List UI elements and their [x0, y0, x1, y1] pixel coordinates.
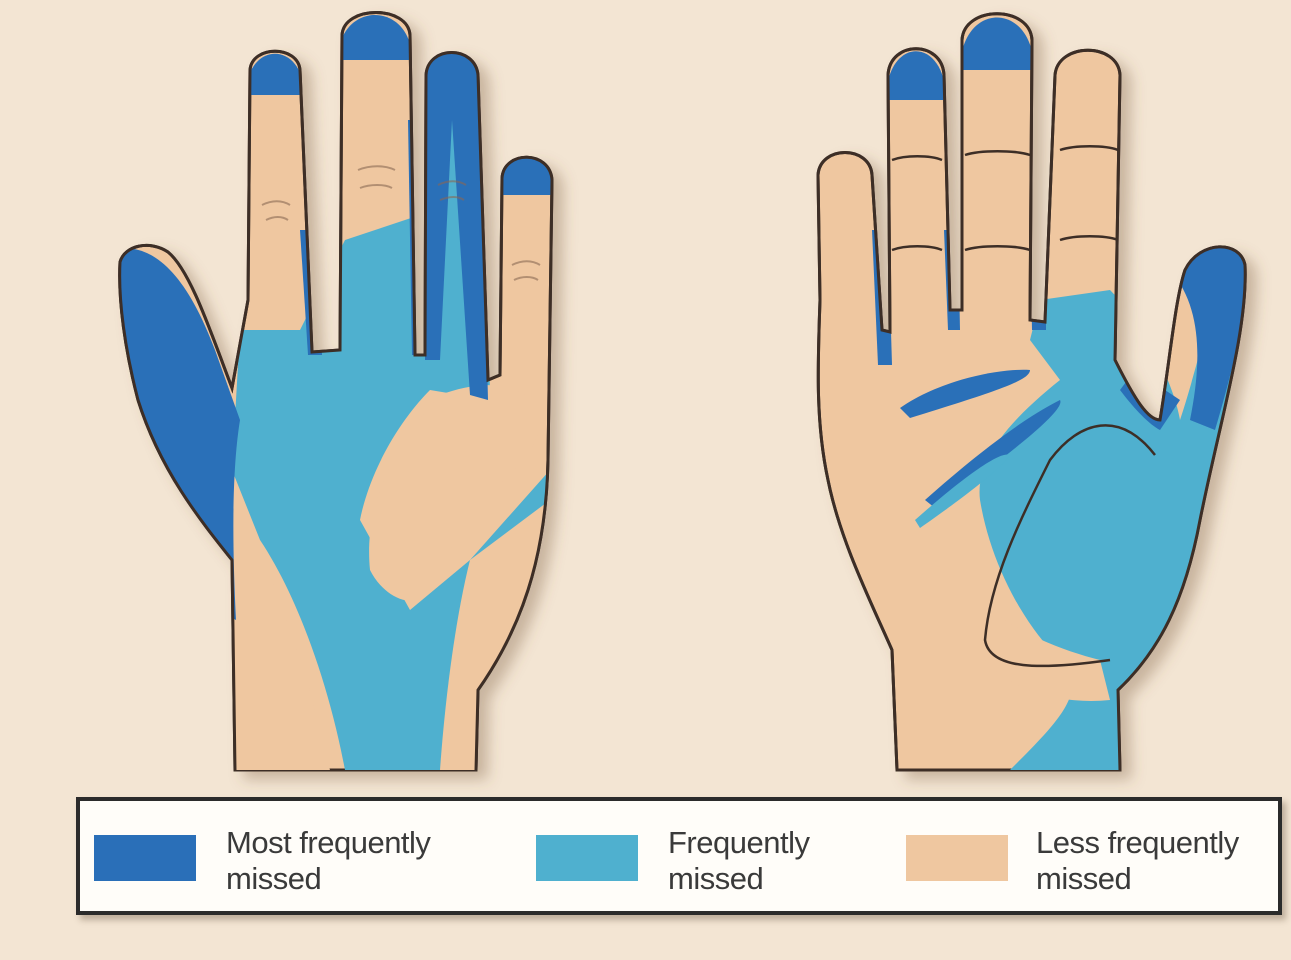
legend-label-frequently-missed: Frequently missed	[668, 825, 809, 897]
legend-swatch-less-frequently-missed	[906, 835, 1008, 881]
back-of-hand-figure	[110, 13, 560, 771]
legend-label-less-frequently-missed: Less frequently missed	[1036, 825, 1239, 897]
legend-label-most-frequently-missed: Most frequently missed	[226, 825, 430, 897]
palm-figure	[818, 14, 1250, 770]
back-little-tip	[498, 158, 556, 196]
back-thumb-most-missed	[110, 248, 240, 620]
legend: Most frequently missed Frequently missed…	[76, 797, 1282, 915]
palm-gap-stripe-3	[1030, 230, 1046, 330]
legend-swatch-most-frequently-missed	[94, 835, 196, 881]
legend-swatch-frequently-missed	[536, 835, 638, 881]
